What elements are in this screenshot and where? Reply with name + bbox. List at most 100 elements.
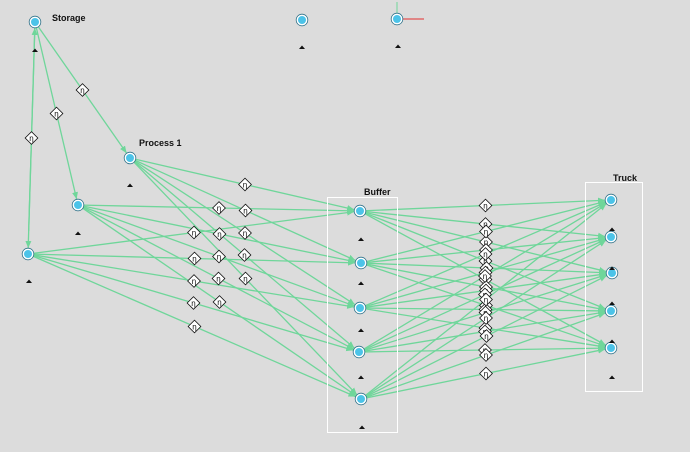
node-top2[interactable] <box>390 12 404 26</box>
connection-marker[interactable]: ƞ <box>479 329 494 343</box>
node-t4[interactable] <box>604 304 618 318</box>
node-port-b5 <box>359 425 365 429</box>
connection-marker[interactable]: ƞ <box>24 131 39 145</box>
svg-text:ƞ: ƞ <box>29 134 33 143</box>
node-mid[interactable] <box>71 198 85 212</box>
svg-text:ƞ: ƞ <box>483 272 487 281</box>
connection-marker[interactable]: ƞ <box>186 296 201 310</box>
svg-text:ƞ: ƞ <box>243 229 247 238</box>
node-port-low <box>26 279 32 283</box>
svg-text:ƞ: ƞ <box>192 323 196 332</box>
edge-marker-layer: ƞƞƞƞƞƞƞƞƞƞƞƞƞƞƞƞƞƞƞƞƞƞƞƞƞƞƞƞƞƞƞƞƞƞƞƞƞƞƞƞ… <box>24 83 494 381</box>
connection-marker[interactable]: ƞ <box>478 198 493 213</box>
svg-text:ƞ: ƞ <box>484 370 488 379</box>
node-t3[interactable] <box>605 266 619 280</box>
node-p1[interactable] <box>123 151 137 165</box>
svg-text:ƞ: ƞ <box>484 238 488 247</box>
process1-label: Process 1 <box>139 138 182 148</box>
node-top1[interactable] <box>295 13 309 27</box>
truck-group-frame[interactable] <box>585 182 643 392</box>
node-port-b2 <box>358 281 364 285</box>
connection-marker[interactable]: ƞ <box>212 201 226 215</box>
svg-text:ƞ: ƞ <box>54 110 58 119</box>
node-b1[interactable] <box>353 204 367 218</box>
connection-marker[interactable]: ƞ <box>238 177 252 192</box>
node-port-t2 <box>609 266 615 270</box>
node-layer <box>21 12 619 406</box>
node-b2[interactable] <box>354 256 368 270</box>
svg-text:ƞ: ƞ <box>243 207 247 216</box>
connection-marker[interactable]: ƞ <box>478 247 493 261</box>
svg-text:ƞ: ƞ <box>191 299 195 308</box>
svg-text:ƞ: ƞ <box>483 250 487 259</box>
node-port-t1 <box>609 227 615 231</box>
buffer-label: Buffer <box>364 187 391 197</box>
node-port-top1 <box>299 45 305 49</box>
connection-marker[interactable]: ƞ <box>212 227 227 241</box>
connection-marker[interactable]: ƞ <box>237 248 252 262</box>
svg-text:ƞ: ƞ <box>484 314 488 323</box>
svg-text:ƞ: ƞ <box>192 255 196 264</box>
connection-marker[interactable]: ƞ <box>187 225 201 240</box>
connection-marker[interactable]: ƞ <box>238 203 253 218</box>
node-port-mid <box>75 231 81 235</box>
buffer-group-frame[interactable] <box>327 197 398 433</box>
node-t1[interactable] <box>604 193 618 207</box>
node-b3[interactable] <box>353 301 367 315</box>
truck-label: Truck <box>613 173 638 183</box>
svg-text:ƞ: ƞ <box>243 275 247 284</box>
connection-marker[interactable]: ƞ <box>479 348 493 362</box>
connection-marker[interactable]: ƞ <box>187 274 201 288</box>
svg-text:ƞ: ƞ <box>483 202 487 211</box>
connection-marker[interactable]: ƞ <box>212 249 226 264</box>
svg-text:ƞ: ƞ <box>484 332 488 341</box>
connection-marker[interactable]: ƞ <box>479 224 493 239</box>
svg-text:ƞ: ƞ <box>243 181 247 190</box>
svg-text:ƞ: ƞ <box>192 229 196 238</box>
node-port-b4 <box>358 375 364 379</box>
storage-label: Storage <box>52 13 86 23</box>
svg-text:ƞ: ƞ <box>192 277 196 286</box>
svg-text:ƞ: ƞ <box>484 296 488 305</box>
node-t5[interactable] <box>604 341 618 355</box>
node-storage[interactable] <box>28 15 42 29</box>
connection-marker[interactable]: ƞ <box>211 271 226 286</box>
port-layer <box>26 44 615 429</box>
node-port-b3 <box>358 328 364 332</box>
connection-marker[interactable]: ƞ <box>212 295 227 309</box>
node-low[interactable] <box>21 247 35 261</box>
connection-marker[interactable]: ƞ <box>479 292 493 307</box>
svg-text:ƞ: ƞ <box>483 220 487 229</box>
connection-marker[interactable]: ƞ <box>238 271 253 286</box>
connection-marker[interactable]: ƞ <box>187 251 202 266</box>
connection-marker[interactable]: ƞ <box>187 319 202 334</box>
svg-text:ƞ: ƞ <box>484 228 488 237</box>
node-port-t5 <box>609 375 615 379</box>
connection-layer <box>25 25 607 399</box>
connection-marker[interactable]: ƞ <box>479 235 493 249</box>
connection-low-storage[interactable] <box>28 27 38 232</box>
connection-marker[interactable]: ƞ <box>75 83 90 97</box>
node-port-top2 <box>395 44 401 48</box>
svg-text:ƞ: ƞ <box>483 257 487 266</box>
svg-text:ƞ: ƞ <box>80 86 84 95</box>
node-t2[interactable] <box>604 230 618 244</box>
connection-marker[interactable]: ƞ <box>479 366 493 381</box>
connection-marker[interactable]: ƞ <box>478 217 493 231</box>
connection-marker[interactable]: ƞ <box>479 311 493 325</box>
svg-text:ƞ: ƞ <box>217 298 221 307</box>
svg-text:ƞ: ƞ <box>217 253 221 262</box>
node-b5[interactable] <box>354 392 368 406</box>
node-port-storage <box>32 48 38 52</box>
connection-marker[interactable]: ƞ <box>238 226 252 240</box>
node-port-p1 <box>127 183 133 187</box>
svg-text:ƞ: ƞ <box>242 251 246 260</box>
node-port-t4 <box>609 339 615 343</box>
node-port-t3 <box>609 301 615 305</box>
node-b4[interactable] <box>352 345 366 359</box>
connection-marker[interactable]: ƞ <box>49 106 64 121</box>
connection-marker[interactable]: ƞ <box>478 269 492 283</box>
node-port-b1 <box>358 237 364 241</box>
